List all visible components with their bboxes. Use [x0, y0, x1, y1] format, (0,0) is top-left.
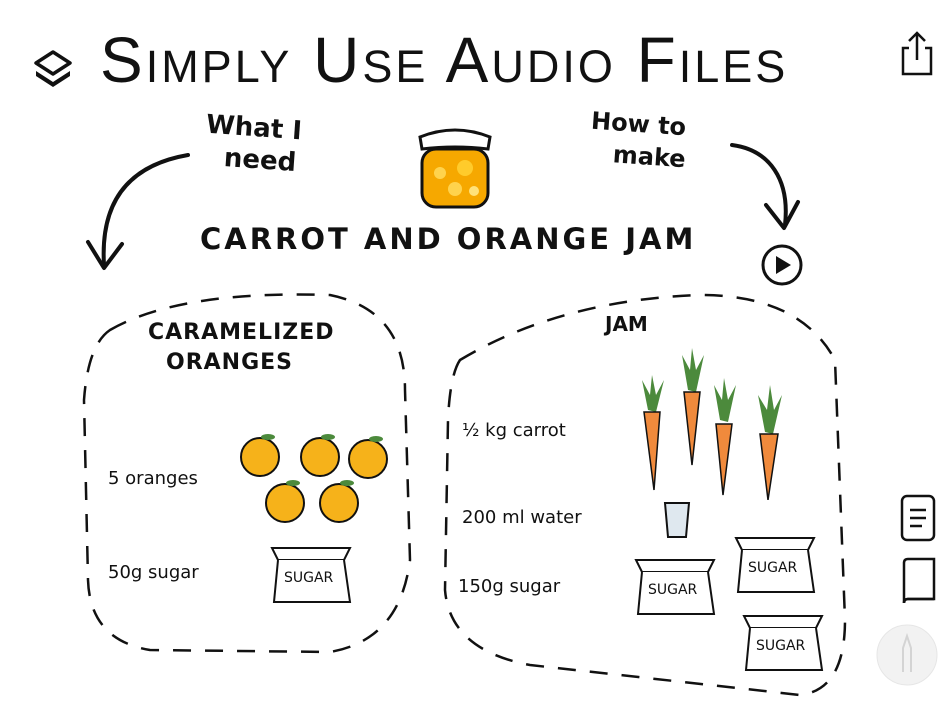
ingredient-water: 200 ml water: [462, 507, 582, 528]
jam-jar-icon: [418, 128, 492, 209]
document-icon[interactable]: [896, 492, 940, 544]
sugar-label: SUGAR: [648, 582, 698, 598]
share-icon[interactable]: [895, 30, 939, 78]
carrots-drawing: [642, 348, 782, 500]
sugar-bag-jam-2: SUGAR: [732, 534, 818, 596]
oranges-drawing: [240, 434, 388, 523]
water-glass-drawing: [663, 502, 691, 538]
ingredient-sugar-jam: 150g sugar: [458, 576, 561, 597]
sugar-label: SUGAR: [748, 560, 798, 576]
page-title: Simply Use Audio Files: [100, 24, 789, 96]
ingredient-oranges: 5 oranges: [108, 468, 198, 489]
jam-heading: JAM: [605, 312, 648, 336]
layers-icon[interactable]: [30, 46, 76, 92]
sugar-label: SUGAR: [756, 638, 806, 654]
recipe-title: CARROT AND ORANGE JAM: [200, 222, 697, 256]
sugar-bag-jam-1: SUGAR: [632, 556, 718, 618]
play-icon[interactable]: [760, 243, 804, 287]
ingredient-sugar-caramel: 50g sugar: [108, 562, 199, 583]
book-icon[interactable]: [896, 555, 940, 607]
caramelized-heading: CARAMELIZED ORANGES: [148, 320, 335, 375]
pencil-icon[interactable]: [874, 622, 940, 688]
sugar-label: SUGAR: [284, 570, 334, 586]
sugar-bag-caramel: SUGAR: [268, 544, 354, 606]
ingredient-carrot: ½ kg carrot: [462, 420, 566, 441]
sugar-bag-jam-3: SUGAR: [740, 612, 826, 674]
